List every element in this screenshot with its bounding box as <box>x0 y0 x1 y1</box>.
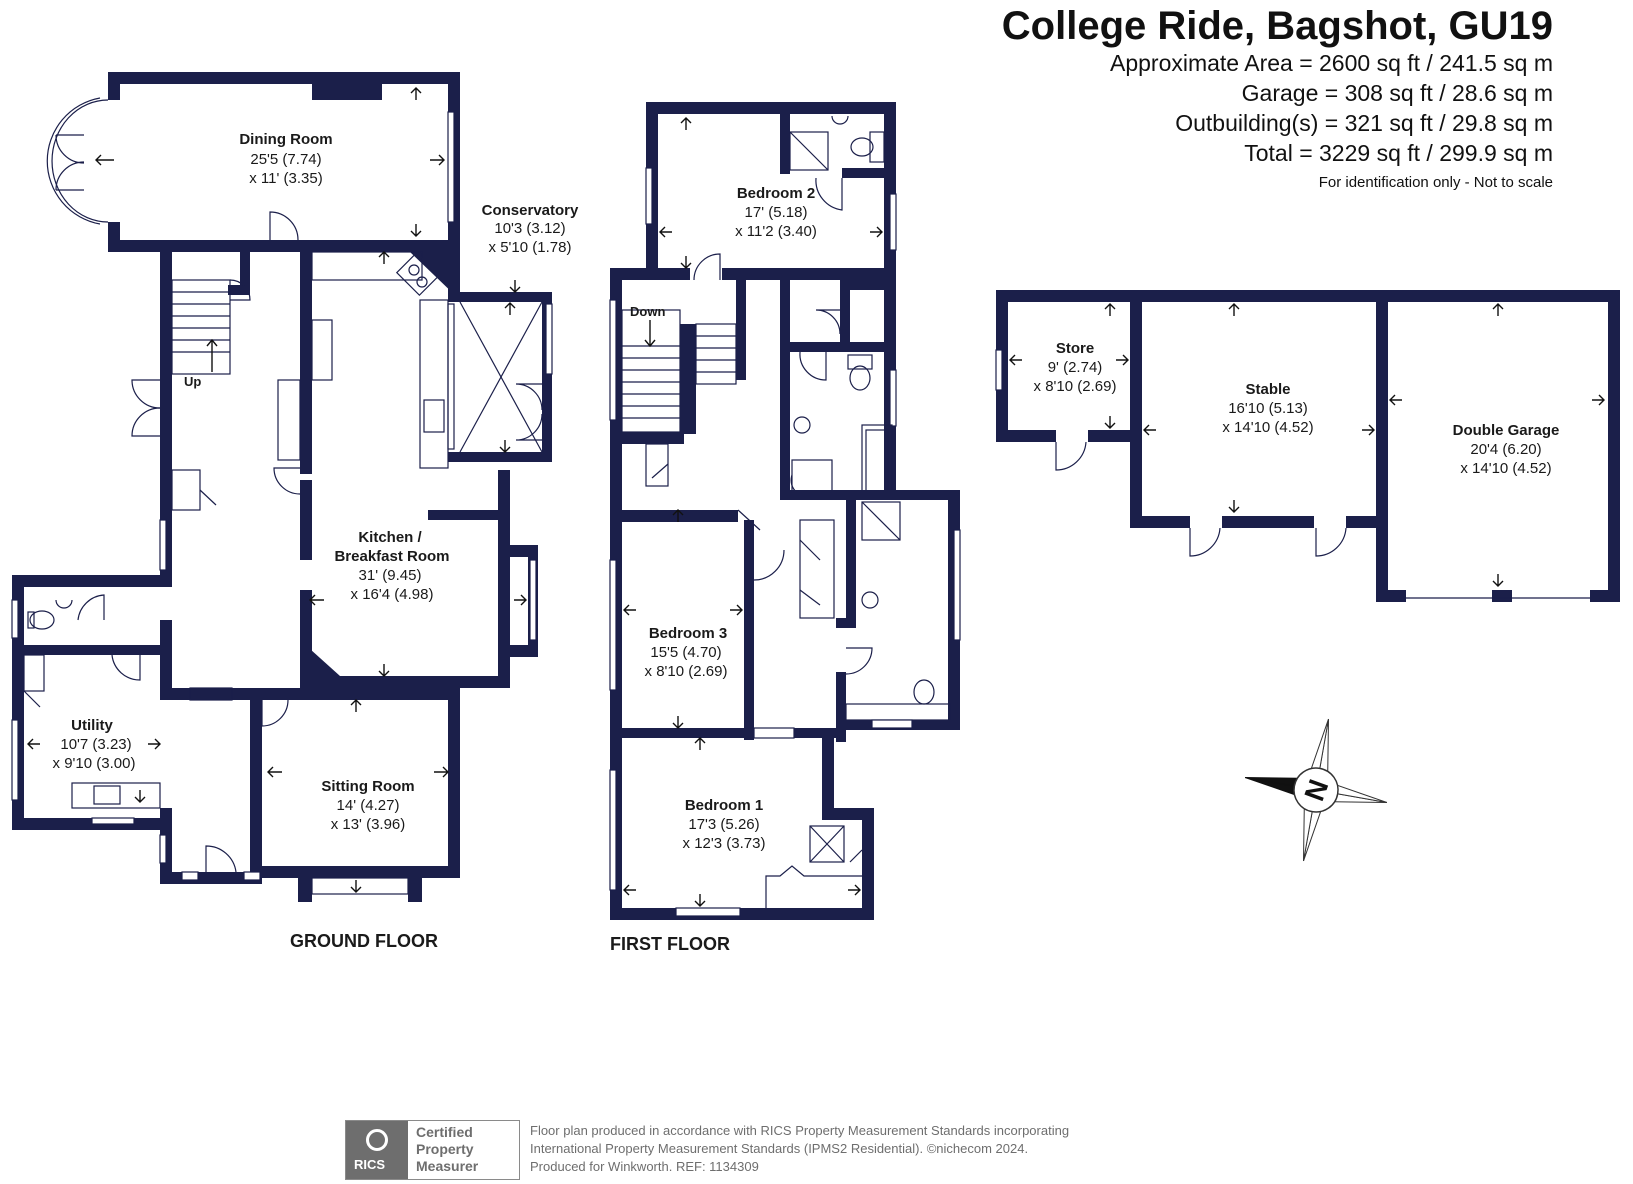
area-total: Total = 3229 sq ft / 299.9 sq m <box>1244 140 1553 166</box>
bedroom-2-name: Bedroom 2 <box>737 185 815 202</box>
first-floor-label: FIRST FLOOR <box>610 934 730 954</box>
stable-name: Stable <box>1245 381 1290 398</box>
area-garage: Garage = 308 sq ft / 28.6 sq m <box>1241 80 1553 106</box>
stairs-down-label: Down <box>630 304 665 319</box>
area-outbuildings: Outbuilding(s) = 321 sq ft / 29.8 sq m <box>1175 110 1553 136</box>
kitchen-dim2: x 16'4 (4.98) <box>351 586 434 603</box>
kitchen-hall-walls <box>12 240 538 884</box>
disclaimer: For identification only - Not to scale <box>1318 174 1553 191</box>
rics-cert-text: Certified Property Measurer <box>416 1124 478 1175</box>
utility-name: Utility <box>71 717 113 734</box>
stable-dim1: 16'10 (5.13) <box>1228 400 1308 417</box>
conservatory <box>410 240 553 462</box>
room-labels: Dining Room 25'5 (7.74) x 11' (3.35) Con… <box>53 131 1560 954</box>
rics-mark-icon: RICS <box>346 1121 408 1179</box>
store-name: Store <box>1056 340 1094 357</box>
double-garage-name: Double Garage <box>1453 422 1560 439</box>
stairs-up-label: Up <box>184 374 201 389</box>
rics-certified-logo: RICS Certified Property Measurer <box>345 1120 520 1180</box>
rics-cert-line: Property <box>416 1141 474 1157</box>
footer-line: Floor plan produced in accordance with R… <box>530 1123 1070 1138</box>
stable-dim2: x 14'10 (4.52) <box>1222 419 1313 436</box>
bedroom-3-dim2: x 8'10 (2.69) <box>645 663 728 680</box>
property-title: College Ride, Bagshot, GU19 <box>1001 4 1553 48</box>
wc-utility <box>11 594 167 864</box>
bedroom-1-dim2: x 12'3 (3.73) <box>683 835 766 852</box>
utility-dim1: 10'7 (3.23) <box>60 736 131 753</box>
sitting-room-dim1: 14' (4.27) <box>337 797 400 814</box>
ground-floor-label: GROUND FLOOR <box>290 931 438 951</box>
dimension-arrows <box>27 87 1605 907</box>
header: College Ride, Bagshot, GU19 Approximate … <box>1002 4 1553 191</box>
dining-room-dim1: 25'5 (7.74) <box>250 151 321 168</box>
footer-line: International Property Measurement Stand… <box>530 1141 1029 1156</box>
double-garage-dim2: x 14'10 (4.52) <box>1460 460 1551 477</box>
bedroom-2-dim2: x 11'2 (3.40) <box>735 223 817 240</box>
first-floor <box>609 102 961 920</box>
conservatory-name: Conservatory <box>482 202 579 219</box>
footer: RICS Certified Property Measurer Floor p… <box>345 1120 1245 1180</box>
compass-icon <box>1244 718 1388 862</box>
kitchen-fittings <box>273 251 449 495</box>
hall-doors <box>131 379 233 701</box>
dining-room-dim2: x 11' (3.35) <box>249 170 322 187</box>
kitchen-name-1: Kitchen / <box>358 529 422 546</box>
dining-room-name: Dining Room <box>239 131 332 148</box>
dining-room <box>46 72 460 252</box>
store-dim1: 9' (2.74) <box>1048 359 1103 376</box>
kitchen-name-2: Breakfast Room <box>334 548 449 565</box>
bedroom-2-dim1: 17' (5.18) <box>745 204 808 221</box>
bedroom-3-dim1: 15'5 (4.70) <box>650 644 721 661</box>
ground-stairs <box>171 279 251 375</box>
rics-cert-line: Certified <box>416 1124 473 1140</box>
footer-line: Produced for Winkworth. REF: 1134309 <box>530 1159 759 1174</box>
sitting-room-dim2: x 13' (3.96) <box>331 816 406 833</box>
rics-mark-text: RICS <box>354 1157 386 1172</box>
sitting-room-name: Sitting Room <box>321 778 414 795</box>
conservatory-dim1: 10'3 (3.12) <box>494 220 565 237</box>
kitchen-dim1: 31' (9.45) <box>359 567 422 584</box>
store-dim2: x 8'10 (2.69) <box>1034 378 1117 395</box>
utility-dim2: x 9'10 (3.00) <box>53 755 136 772</box>
conservatory-dim2: x 5'10 (1.78) <box>489 239 572 256</box>
area-approximate: Approximate Area = 2600 sq ft / 241.5 sq… <box>1109 50 1553 76</box>
ground-floor <box>11 72 553 902</box>
rics-cert-line: Measurer <box>416 1158 479 1174</box>
bedroom-1-name: Bedroom 1 <box>685 797 763 814</box>
bedroom-1-dim1: 17'3 (5.26) <box>688 816 759 833</box>
outbuildings <box>995 290 1620 602</box>
front-entrance <box>181 699 422 902</box>
rics-globe-icon <box>366 1129 388 1151</box>
bedroom-3-name: Bedroom 3 <box>649 625 727 642</box>
footer-text: Floor plan produced in accordance with R… <box>530 1122 1069 1176</box>
double-garage-dim1: 20'4 (6.20) <box>1470 441 1541 458</box>
